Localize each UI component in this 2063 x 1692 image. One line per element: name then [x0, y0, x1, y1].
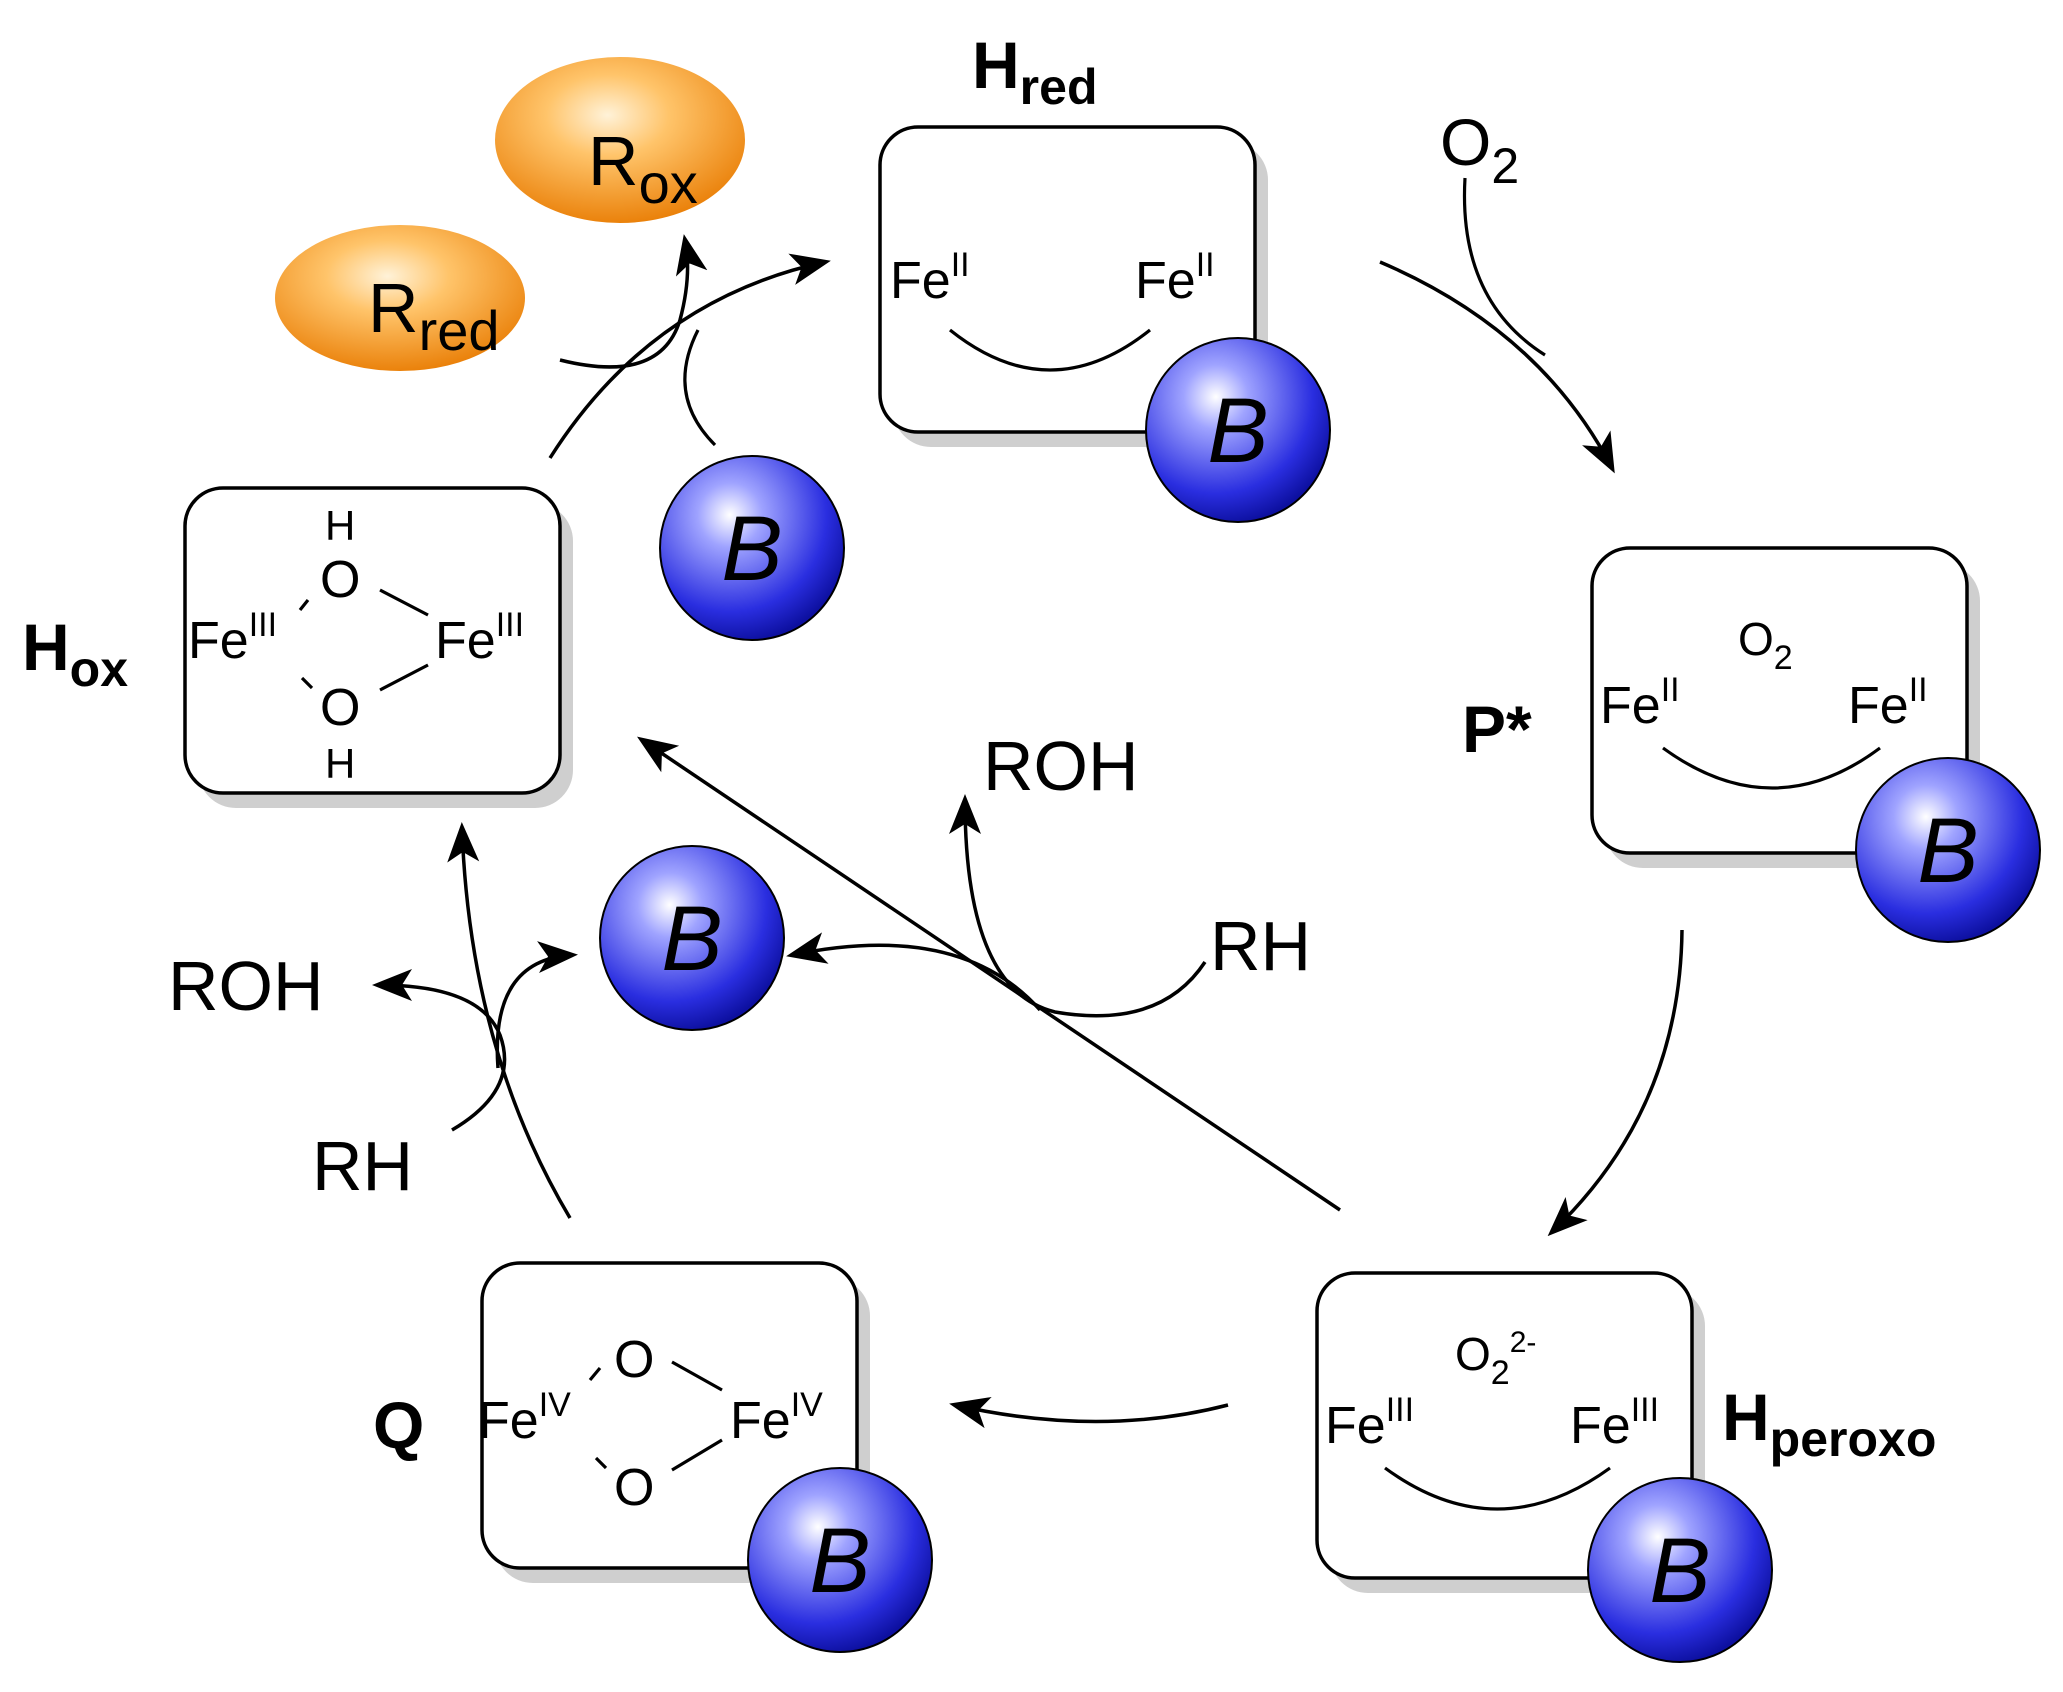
b-release-left [495, 941, 578, 1069]
h-ox-h-bottom: H [325, 740, 355, 787]
q-box [480, 1261, 859, 1570]
roh-center: ROH [983, 727, 1139, 805]
protein-b-free-top: B [659, 455, 845, 641]
p-star-fe-left: FeII [1600, 671, 1680, 735]
p-star-box [1590, 546, 1969, 855]
q-bond-bottom-left [594, 1456, 608, 1470]
q-bond-bottom-right [671, 1438, 723, 1472]
p-star-fe-right: FeII [1848, 671, 1928, 735]
rh-to-roh-left [372, 969, 507, 1132]
state-q: Q FeIV FeIV O O B [373, 1261, 933, 1653]
arrow-hperoxo-to-q [949, 1396, 1229, 1429]
q-label: Q [373, 1388, 424, 1462]
h-ox-bond-bottom-left [300, 676, 314, 690]
h-red-fe-left: FeII [890, 246, 970, 310]
svg-text:B: B [721, 498, 782, 600]
protein-b-q: B [747, 1467, 933, 1653]
svg-text:Rox: Rox [588, 122, 698, 215]
h-ox-o-top: O [320, 551, 360, 609]
state-p-star: P* O2 FeII FeII B [1462, 546, 2041, 943]
h-peroxo-fe-left: FeIII [1325, 1391, 1414, 1455]
state-h-red: Hred FeII FeII B [878, 28, 1331, 523]
rh-to-roh-center [949, 794, 1207, 1018]
h-peroxo-fe-right: FeIII [1570, 1391, 1659, 1455]
o2-reagent: O2 [1440, 105, 1519, 194]
arrow-hperoxo-to-hox [637, 736, 1341, 1212]
p-star-label: P* [1462, 692, 1532, 766]
svg-text:B: B [661, 888, 722, 990]
b-entry-top [683, 329, 717, 447]
h-red-bridge [949, 328, 1151, 372]
protein-b-h-peroxo: B [1587, 1477, 1773, 1663]
q-o-top: O [614, 1331, 654, 1389]
h-red-fe-right: FeII [1135, 246, 1215, 310]
q-o-bottom: O [614, 1459, 654, 1517]
svg-text:B: B [1207, 380, 1268, 482]
b-release-center [786, 932, 1042, 1012]
protein-b-free-center: B [599, 845, 785, 1031]
q-fe-right: FeIV [730, 1386, 823, 1450]
rh-left: RH [312, 1127, 413, 1205]
reductase-reduced: Rred [275, 225, 525, 371]
state-h-ox: Hox FeIII FeIII H O O H [22, 486, 573, 808]
q-bond-top-left [588, 1366, 602, 1382]
roh-left: ROH [168, 947, 324, 1025]
h-peroxo-label: Hperoxo [1722, 1380, 1936, 1467]
protein-b-h-red: B [1145, 337, 1331, 523]
protein-b-p-star: B [1855, 757, 2041, 943]
state-h-peroxo: Hperoxo O22- FeIII FeIII B [1315, 1271, 1936, 1663]
h-peroxo-bridge [1384, 1466, 1611, 1511]
h-peroxo-ligand: O22- [1455, 1326, 1536, 1392]
q-bond-top-right [671, 1360, 723, 1392]
h-peroxo-box [1315, 1271, 1694, 1580]
h-ox-fe-right: FeIII [435, 606, 524, 670]
q-fe-left: FeIV [478, 1386, 571, 1450]
svg-text:Rred: Rred [368, 269, 500, 362]
h-ox-box [183, 486, 562, 795]
h-red-box [878, 125, 1257, 434]
h-ox-bond-top-left [298, 599, 310, 611]
h-ox-h-top: H [325, 502, 355, 549]
p-star-ligand: O2 [1738, 613, 1793, 677]
p-star-bridge [1662, 746, 1881, 790]
reductase-oxidized: Rox [495, 57, 745, 223]
o2-entry-curve [1462, 177, 1546, 357]
arrow-q-to-hox [447, 822, 572, 1219]
rh-center: RH [1210, 907, 1311, 985]
svg-text:B: B [1649, 1520, 1710, 1622]
rred-to-rox [559, 234, 708, 369]
arrow-hox-to-hred [548, 253, 831, 459]
arrow-pstar-to-hperoxo [1547, 929, 1684, 1237]
svg-text:B: B [1917, 800, 1978, 902]
arrow-hred-to-pstar [1379, 260, 1615, 474]
h-ox-label: Hox [22, 610, 128, 697]
svg-text:B: B [809, 1510, 870, 1612]
h-ox-bond-top-right [379, 588, 429, 617]
h-red-label: Hred [972, 28, 1097, 115]
h-ox-o-bottom: O [320, 679, 360, 737]
h-ox-bond-bottom-right [379, 663, 429, 692]
h-ox-fe-left: FeIII [188, 606, 277, 670]
